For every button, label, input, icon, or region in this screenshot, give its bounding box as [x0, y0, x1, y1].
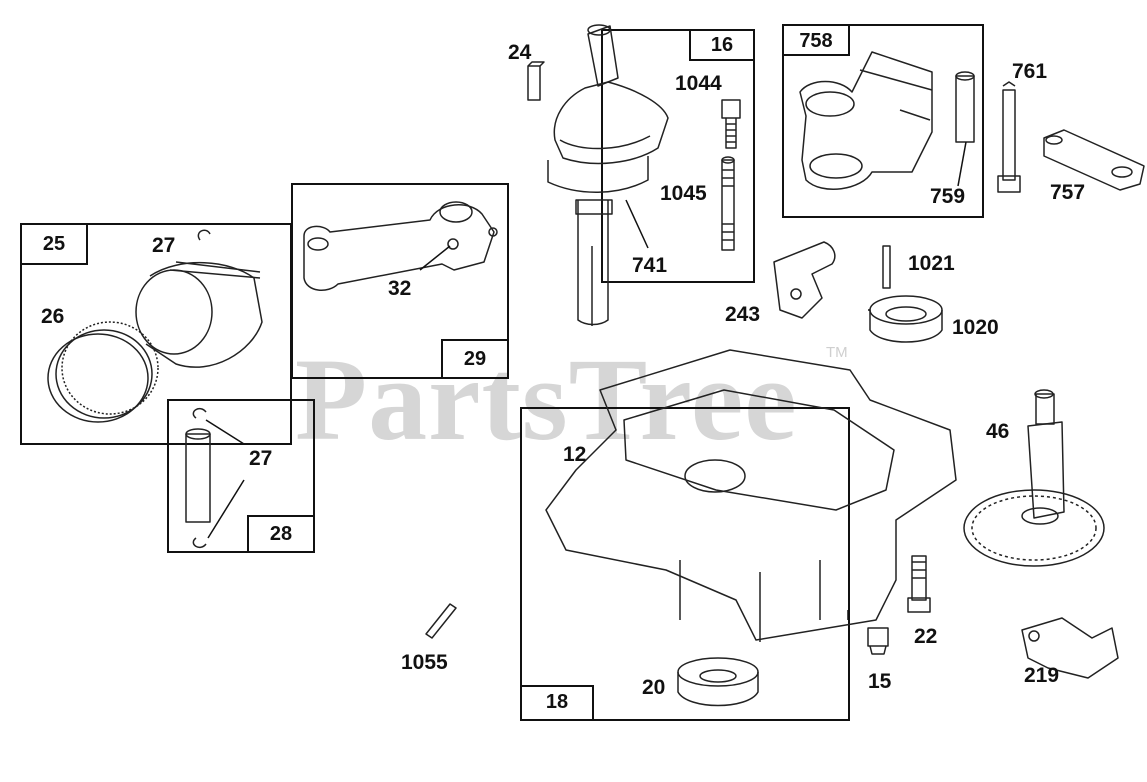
leader-line-27-upper: [205, 419, 245, 445]
camshaft-part-46: [963, 389, 1105, 567]
bracket-part-758: [799, 51, 933, 191]
callout-22[interactable]: 22: [914, 625, 938, 648]
group-box-18: [520, 407, 850, 721]
callout-24[interactable]: 24: [508, 41, 532, 64]
callout-741[interactable]: 741: [632, 254, 668, 277]
callout-757[interactable]: 757: [1050, 181, 1086, 204]
piston-rings-part-26: [47, 321, 159, 423]
seal-part-20: [677, 657, 759, 707]
piston-part-25: [135, 261, 263, 368]
group-box-29: [291, 183, 509, 379]
callout-1044[interactable]: 1044: [675, 72, 722, 95]
callout-243[interactable]: 243: [725, 303, 761, 326]
bolt-part-1044: [721, 99, 741, 149]
callout-26[interactable]: 26: [41, 305, 65, 328]
group-tag-28[interactable]: 28: [269, 523, 293, 545]
plug-part-15: [867, 627, 889, 655]
callout-759[interactable]: 759: [930, 185, 966, 208]
group-tag-25[interactable]: 25: [42, 233, 66, 255]
link-part-757: [1043, 129, 1145, 191]
group-tag-758[interactable]: 758: [799, 30, 833, 52]
group-tag-box-16: [689, 29, 755, 61]
callout-27-lower[interactable]: 27: [249, 447, 273, 470]
pin-part-1055: [425, 603, 457, 639]
group-box-758: [782, 24, 984, 218]
leader-line-759: [957, 141, 967, 187]
bolt-part-22: [907, 555, 931, 613]
group-tag-box-28: [247, 515, 315, 553]
pin-part-1021: [882, 245, 891, 289]
callout-219[interactable]: 219: [1024, 664, 1060, 687]
group-tag-box-25: [20, 223, 88, 265]
gauge-part-243: [773, 241, 836, 319]
leader-line-741: [625, 199, 649, 249]
callout-20[interactable]: 20: [642, 676, 666, 699]
connecting-rod-part-29: [303, 201, 498, 291]
callout-1020[interactable]: 1020: [952, 316, 999, 339]
group-tag-box-18: [520, 685, 594, 721]
group-box-28: [167, 399, 315, 553]
group-tag-29[interactable]: 29: [463, 348, 487, 370]
key-part-24: [527, 61, 545, 101]
crankshaft-part-741: [547, 24, 669, 326]
group-box-25: [20, 223, 292, 445]
leader-line-32: [419, 245, 451, 271]
stud-part-1045: [721, 156, 735, 251]
group-tag-box-29: [441, 339, 509, 379]
group-tag-box-758: [782, 24, 850, 56]
group-tag-18[interactable]: 18: [545, 691, 569, 713]
group-tag-16[interactable]: 16: [710, 34, 734, 56]
clip-part-27-top: [197, 229, 211, 241]
callout-27-top[interactable]: 27: [152, 234, 176, 257]
ring-part-1020: [869, 295, 943, 343]
governor-part-219: [1021, 617, 1119, 679]
callout-46[interactable]: 46: [986, 420, 1010, 443]
callout-1055[interactable]: 1055: [401, 651, 448, 674]
callout-15[interactable]: 15: [868, 670, 892, 693]
callout-12[interactable]: 12: [563, 443, 587, 466]
callout-1021[interactable]: 1021: [908, 252, 955, 275]
clip-part-27-upper: [192, 407, 207, 419]
callout-1045[interactable]: 1045: [660, 182, 707, 205]
crankcase-part-12: [545, 349, 957, 642]
leader-line-27-lower: [207, 479, 245, 539]
wrist-pin-part-28: [185, 428, 211, 523]
group-box-16: [601, 29, 755, 283]
trademark-mark: TM: [826, 344, 848, 361]
callout-761[interactable]: 761: [1012, 60, 1048, 83]
clip-part-27-lower: [192, 537, 207, 549]
callout-32[interactable]: 32: [388, 277, 412, 300]
bolt-part-761: [997, 81, 1021, 193]
pin-part-759: [955, 71, 975, 143]
